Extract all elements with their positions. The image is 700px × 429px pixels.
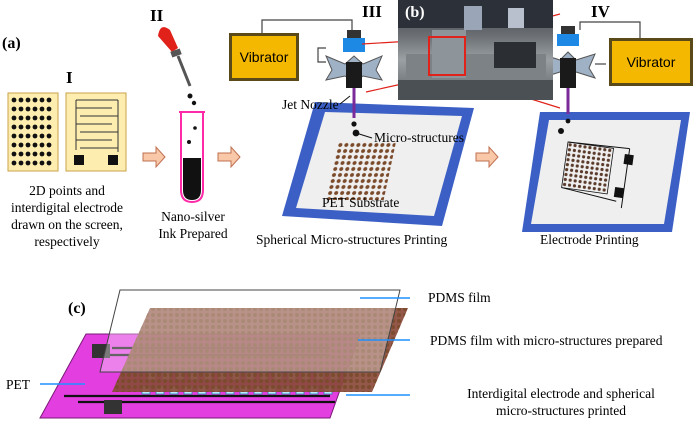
electrode-caption: Interdigital electrode and spherical mic… [430, 385, 692, 419]
wire-right [579, 21, 641, 65]
vibrator-right-label: Vibrator [626, 54, 676, 70]
process-arrow-1 [142, 145, 166, 169]
step2-caption: Nano-silver Ink Prepared [150, 208, 236, 242]
screen-points [7, 92, 59, 172]
step-iii-label: III [362, 2, 382, 21]
syringe-iii-icon [324, 30, 384, 127]
step2-caption-line1: Nano-silver [161, 209, 225, 224]
step1-caption-line1: 2D points and [29, 183, 105, 198]
pdms-film-label: PDMS film [428, 290, 491, 305]
panel-a-label: (a) [2, 35, 21, 52]
screen-electrode [65, 92, 127, 172]
jet-nozzle-pointer [339, 95, 351, 105]
pet-label: PET [6, 377, 31, 392]
step1-caption-line3: drawn on the screen, [11, 217, 123, 232]
jet-nozzle-label: Jet Nozzle [282, 97, 339, 112]
electrode-caption-line1: Interdigital electrode and spherical [467, 386, 655, 401]
micro-structures-label: Micro-structures [374, 130, 464, 145]
dropper-icon [158, 27, 197, 106]
step1-caption: 2D points and interdigital electrode dra… [0, 182, 134, 250]
step-ii-label: II [150, 6, 164, 25]
pdms-film-top [99, 289, 401, 373]
step1-caption-line2: interdigital electrode [10, 200, 124, 215]
vibrator-left-label: Vibrator [239, 49, 289, 65]
step1-caption-line4: respectively [34, 234, 100, 249]
substrate-iii [282, 102, 474, 226]
panel-c-label: (c) [68, 300, 86, 317]
step-i-label: I [66, 68, 73, 87]
c-pointers [40, 297, 410, 396]
panel-b-label: (b) [405, 4, 425, 21]
step-iv-label: IV [591, 2, 610, 21]
micro-structures-pointer [355, 132, 373, 139]
vibrator-right: Vibrator [609, 38, 693, 86]
electrode-caption-line2: micro-structures printed [495, 403, 627, 418]
pdms-microstructure-layer [112, 308, 408, 392]
vibrator-left: Vibrator [229, 33, 299, 81]
step4-caption: Electrode Printing [540, 232, 639, 247]
step2-caption-line2: Ink Prepared [158, 226, 228, 241]
zoom-box [428, 36, 466, 76]
printer-photo [398, 0, 553, 100]
substrate-iv [522, 112, 690, 232]
pdms-micro-label: PDMS film with micro-structures prepared [430, 333, 663, 348]
syringe-iv-icon [539, 26, 597, 124]
process-arrow-3 [475, 145, 499, 169]
test-tube-icon [179, 111, 205, 204]
pet-substrate-label: PET Substrate [322, 195, 400, 210]
process-arrow-2 [217, 145, 241, 169]
step3-caption: Spherical Micro-structures Printing [256, 232, 448, 247]
wire-left [261, 19, 353, 63]
